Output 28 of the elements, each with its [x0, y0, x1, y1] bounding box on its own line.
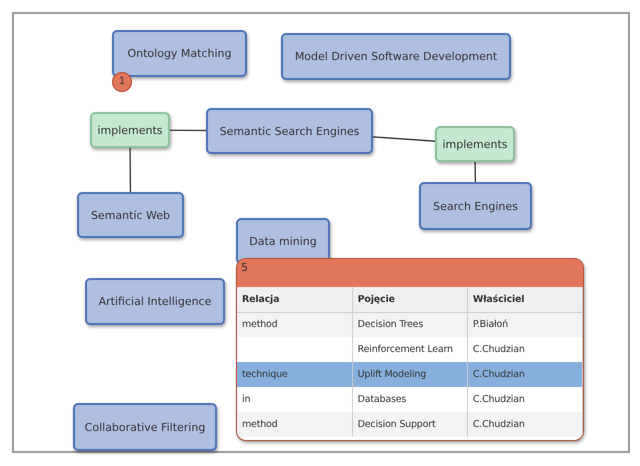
table-cell: Uplift Modeling: [352, 362, 468, 387]
table-cell: C.Chudzian: [467, 412, 582, 437]
column-header: Pojęcie: [352, 287, 468, 312]
concept-box: Semantic Search Engines: [206, 108, 373, 154]
panel-header: 5: [237, 259, 583, 287]
connector-line: [474, 162, 476, 182]
connector-line: [372, 136, 436, 142]
relation-box: implements: [90, 112, 170, 148]
table-cell: method: [237, 312, 352, 337]
concept-box: Artificial Intelligence: [85, 278, 225, 325]
connector-line: [170, 130, 206, 132]
table-cell: C.Chudzian: [467, 362, 582, 387]
concept-box: Collaborative Filtering: [73, 403, 217, 451]
relation-box: implements: [435, 126, 515, 162]
table-cell: Decision Trees: [352, 312, 468, 337]
concept-box: Ontology Matching: [112, 30, 247, 77]
concept-box: Search Engines: [419, 182, 532, 230]
concept-box: Semantic Web: [77, 192, 184, 238]
table-cell: P.Białoń: [467, 312, 582, 337]
number-badge: 1: [112, 72, 132, 92]
popup-panel: [236, 258, 584, 441]
connector-line: [129, 148, 132, 192]
column-header: Właściciel: [467, 287, 582, 312]
table-cell: method: [237, 412, 352, 437]
table-cell: technique: [237, 362, 352, 387]
table-cell: Decision Support: [352, 412, 468, 437]
column-header: Relacja: [237, 287, 352, 312]
concept-box: Model Driven Software Development: [281, 33, 511, 80]
